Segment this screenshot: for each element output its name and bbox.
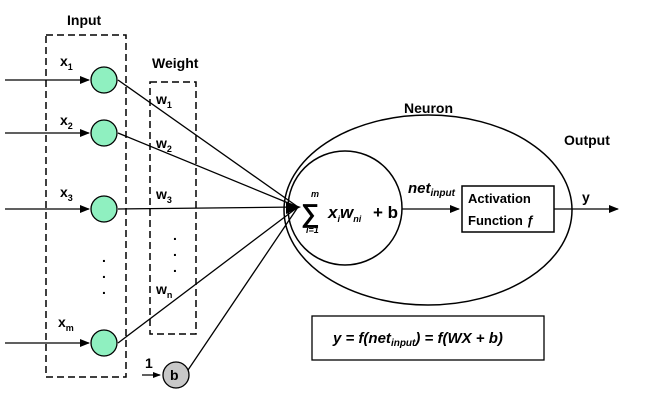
sigma-symbol: ∑ xyxy=(301,198,320,228)
weight-ellipsis-dot: . xyxy=(173,227,177,243)
summation-bias-term: + b xyxy=(373,203,398,222)
input-ellipsis-dot: . xyxy=(102,249,106,265)
equation-text: y = f(netinput) = f(WX + b) xyxy=(332,330,503,349)
summation-term: xiwni xyxy=(327,203,362,224)
bias-input-label: 1 xyxy=(145,355,153,371)
bias-node-label: b xyxy=(170,367,179,383)
input-node-3 xyxy=(90,195,118,223)
activation-function-label: Function ƒ xyxy=(468,213,534,228)
weight-label-2: w2 xyxy=(155,135,172,154)
input-node-m xyxy=(90,329,118,357)
neuron-ellipse xyxy=(283,114,573,306)
weight-ellipsis-dot: . xyxy=(173,243,177,259)
input-node-2 xyxy=(90,119,118,147)
input-label-2: x2 xyxy=(60,112,73,131)
weight-label-1: w1 xyxy=(155,91,172,110)
summation-arrowhead xyxy=(286,202,301,214)
activation-label: Activation xyxy=(468,191,531,206)
connection-2 xyxy=(117,132,299,208)
output-y-label: y xyxy=(582,189,590,205)
input-label-1: x1 xyxy=(60,53,73,72)
equation-box xyxy=(311,315,545,361)
weight-header: Weight xyxy=(152,55,199,71)
input-header: Input xyxy=(67,12,102,28)
input-ellipsis-dot: . xyxy=(102,265,106,281)
output-header: Output xyxy=(564,132,610,148)
activation-function-box xyxy=(461,185,555,233)
sigma-upper-limit: m xyxy=(311,189,319,199)
summation-circle xyxy=(287,150,403,266)
sigma-lower-limit: i=1 xyxy=(306,225,319,235)
input-ellipsis-dot: . xyxy=(102,281,106,297)
input-label-m: xm xyxy=(58,314,74,333)
net-input-label: netinput xyxy=(408,180,456,199)
connection-1 xyxy=(117,79,299,208)
connection-3 xyxy=(117,206,299,210)
weight-label-n: wn xyxy=(155,281,172,300)
input-node-1 xyxy=(90,66,118,94)
input-group-box xyxy=(45,34,127,378)
connection-m xyxy=(117,206,299,344)
input-label-3: x3 xyxy=(60,184,73,203)
weight-label-3: w3 xyxy=(155,186,172,205)
connection-bias xyxy=(187,206,299,371)
weight-ellipsis-dot: . xyxy=(173,259,177,275)
bias-node xyxy=(162,361,190,389)
neuron-header: Neuron xyxy=(404,100,453,116)
